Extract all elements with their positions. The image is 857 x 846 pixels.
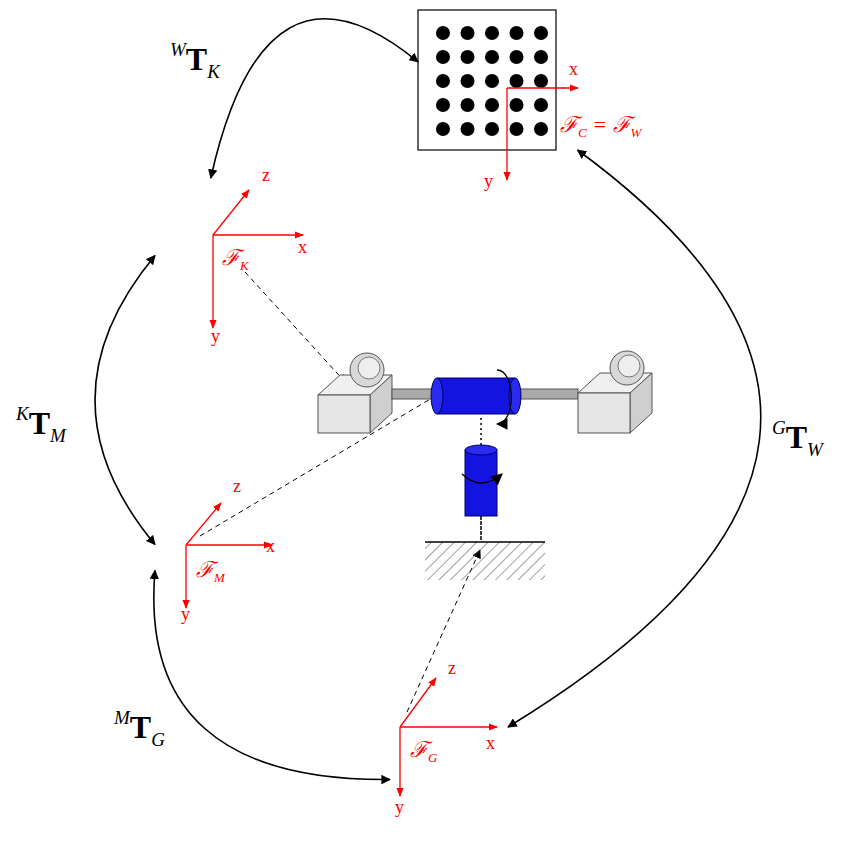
grid-dot xyxy=(485,50,499,64)
grid-dot xyxy=(436,98,450,112)
grid-dot xyxy=(436,50,450,64)
grid-dot xyxy=(534,50,548,64)
frame-axes xyxy=(186,88,578,796)
axis-label: z xyxy=(262,166,270,184)
frame-label: ℱM xyxy=(196,558,225,585)
motion-stage xyxy=(318,351,652,580)
axis-label: y xyxy=(211,327,220,345)
axis-label: x xyxy=(298,238,307,256)
transform-label: KTM xyxy=(16,404,66,445)
grid-dot xyxy=(461,122,475,136)
grid-dot xyxy=(485,26,499,40)
grid-dot xyxy=(510,98,524,112)
transform-arrow xyxy=(508,150,761,727)
axis-label: z xyxy=(448,659,456,677)
calibration-grid xyxy=(418,10,556,150)
axis-label: x xyxy=(569,60,578,78)
grid-dot xyxy=(510,50,524,64)
frame-label: ℱC = ℱW xyxy=(560,113,641,140)
axis-label: y xyxy=(484,172,493,190)
grid-dot xyxy=(534,74,548,88)
grid-dot xyxy=(461,98,475,112)
transform-label: GTW xyxy=(772,418,823,459)
leader-lines xyxy=(200,272,480,712)
grid-dot xyxy=(436,122,450,136)
axis-label: x xyxy=(266,537,275,555)
transform-arrow xyxy=(154,571,390,780)
axis-label: y xyxy=(395,798,404,816)
coordinate-frame: ℱK xyxy=(155,178,310,333)
grid-dot xyxy=(510,74,524,88)
axis-label: y xyxy=(181,605,190,623)
coordinate-frame: ℱM xyxy=(155,495,285,613)
grid-dot xyxy=(534,98,548,112)
grid-dot xyxy=(485,74,499,88)
grid-dot xyxy=(461,26,475,40)
axis-label: z xyxy=(233,477,241,495)
transform-label: WTK xyxy=(170,40,220,81)
grid-dot xyxy=(485,122,499,136)
grid-dot xyxy=(534,26,548,40)
grid-dot xyxy=(436,74,450,88)
transform-arrow xyxy=(211,19,418,178)
coordinate-frame: ℱC = ℱW xyxy=(418,10,708,150)
grid-dot xyxy=(534,122,548,136)
frame-label: ℱK xyxy=(222,246,249,273)
axis-label: x xyxy=(486,734,495,752)
grid-dot xyxy=(485,98,499,112)
transform-arrow xyxy=(95,256,155,545)
grid-dot xyxy=(510,122,524,136)
frame-label: ℱG xyxy=(410,738,437,765)
transform-label: MTG xyxy=(114,708,165,749)
grid-dot xyxy=(461,74,475,88)
grid-dot xyxy=(461,50,475,64)
grid-dot xyxy=(510,26,524,40)
grid-dot xyxy=(436,26,450,40)
